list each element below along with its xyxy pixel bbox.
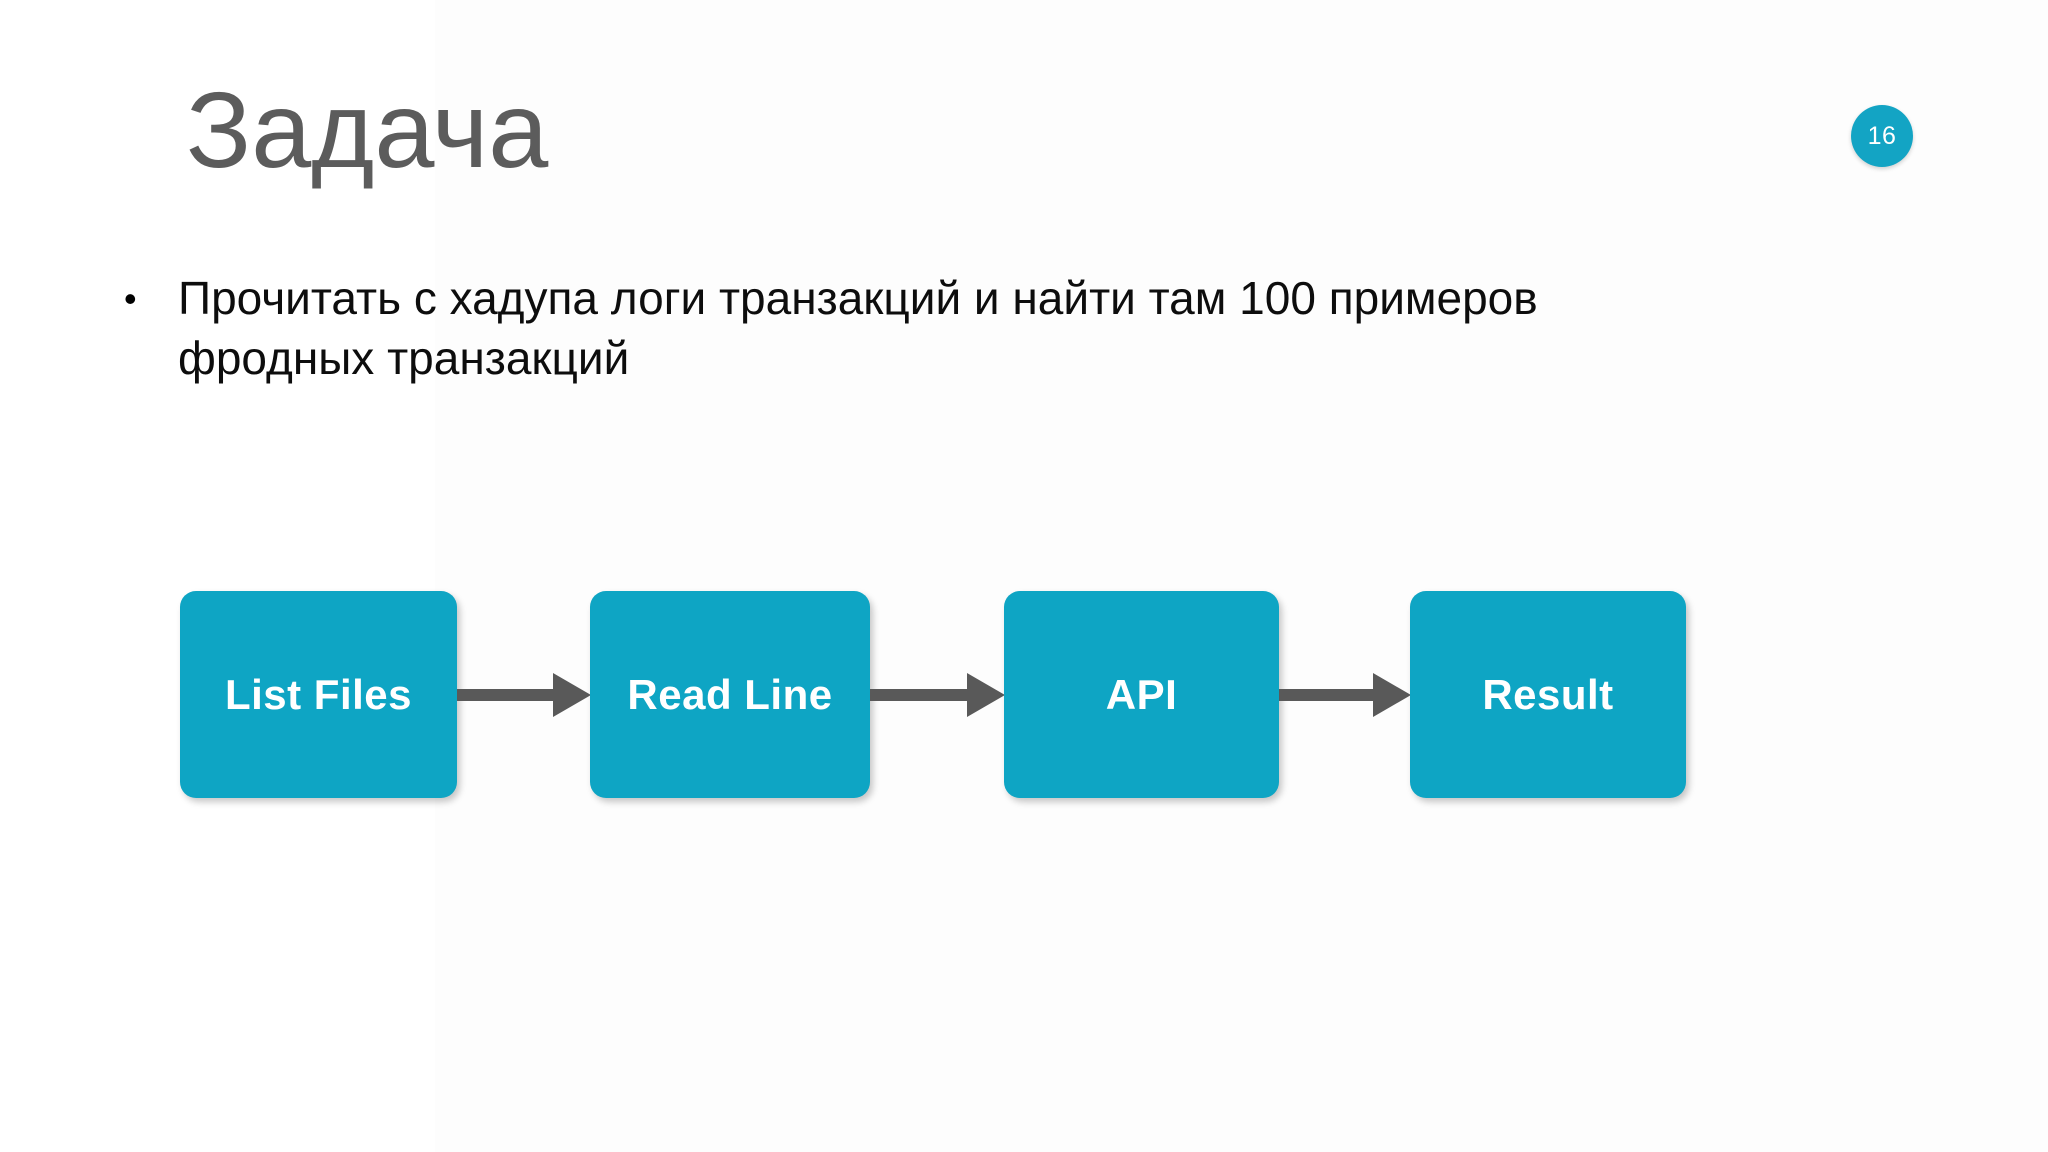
bullet-dot-icon: •: [124, 278, 137, 319]
flow-node-result[interactable]: Result: [1410, 591, 1686, 798]
flow-arrow-2-icon: [870, 672, 1005, 718]
slide-background-panel: [435, 0, 2048, 1152]
flow-arrow-1-icon: [457, 672, 591, 718]
flow-node-list-files[interactable]: List Files: [180, 591, 457, 798]
flow-node-label: API: [1105, 670, 1178, 718]
flow-node-label: List Files: [224, 670, 413, 718]
flow-arrow-3-icon: [1279, 672, 1411, 718]
bullet-list-item: • Прочитать с хадупа логи транзакций и н…: [124, 268, 1544, 388]
flow-node-label: Result: [1482, 670, 1614, 718]
page-number-badge: 16: [1851, 105, 1913, 167]
flow-node-label: Read Line: [627, 670, 833, 718]
flow-node-read-line[interactable]: Read Line: [590, 591, 870, 798]
bullet-text: Прочитать с хадупа логи транзакций и най…: [178, 272, 1538, 384]
flow-node-api[interactable]: API: [1004, 591, 1279, 798]
page-number-label: 16: [1867, 121, 1897, 150]
page-title: Задача: [186, 69, 549, 190]
